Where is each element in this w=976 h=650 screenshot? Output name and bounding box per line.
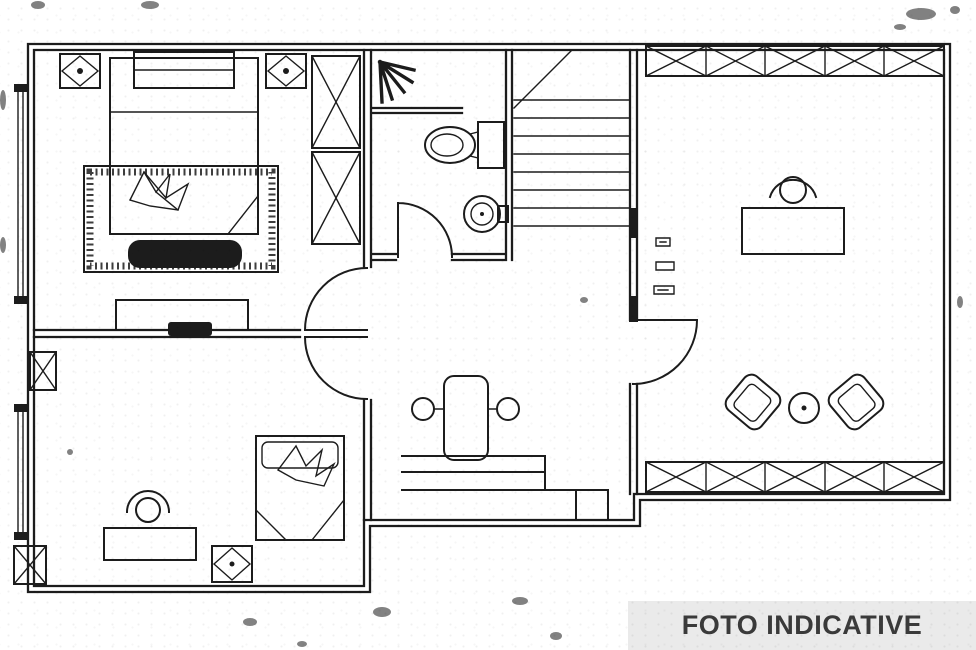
lower-room-door (303, 335, 369, 401)
ceiling-light-icon (265, 53, 307, 89)
plan-symbols (653, 237, 675, 295)
office-chair (768, 176, 818, 204)
stool (496, 397, 520, 421)
hall-table (433, 375, 498, 461)
column-box (13, 545, 47, 585)
desk (103, 527, 197, 561)
staircase (513, 49, 631, 227)
tv-console (115, 299, 249, 336)
desk (741, 207, 845, 255)
living-room-door (631, 318, 699, 386)
round-table (788, 392, 820, 424)
window-strip-top (645, 45, 945, 77)
toilet-icon (424, 121, 505, 169)
armchair (827, 373, 885, 431)
stool (411, 397, 435, 421)
crib (255, 435, 345, 541)
window-left-lower (14, 404, 28, 540)
watermark-banner: FOTO INDICATIVE (628, 601, 976, 650)
watermark-text: FOTO INDICATIVE (681, 610, 923, 640)
fan-icon (377, 59, 417, 104)
bathroom-door (396, 201, 454, 259)
column-box (29, 351, 57, 391)
exterior-walls (26, 42, 952, 594)
sink-icon (463, 195, 509, 233)
wall-jamb (629, 208, 638, 238)
wall-jamb (629, 296, 638, 322)
window-strip-bottom (645, 461, 945, 493)
interior-walls (32, 48, 639, 522)
wardrobe (311, 55, 361, 245)
window-left-upper (14, 84, 28, 304)
office-chair (125, 490, 171, 523)
bench (128, 240, 242, 268)
bedroom-door (303, 266, 369, 332)
armchair (724, 373, 782, 431)
double-bed (109, 51, 259, 235)
lower-steps (401, 455, 609, 521)
ceiling-light-icon (211, 545, 253, 583)
rug (83, 165, 279, 273)
ceiling-light-icon (59, 53, 101, 89)
